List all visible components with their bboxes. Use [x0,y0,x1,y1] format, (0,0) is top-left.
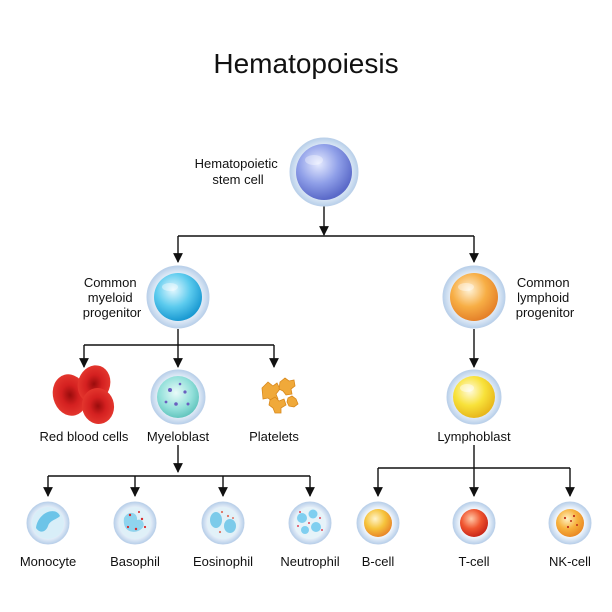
diagram-title: Hematopoiesis [213,48,398,79]
myeloblast-cell [150,369,206,425]
eosinophil-label: Eosinophil [193,554,253,569]
lymphoid-progenitor-label: Common lymphoid progenitor [516,275,575,320]
platelets-icon [261,377,299,414]
monocyte-cell [26,501,70,545]
myeloid-progenitor-cell [146,265,210,329]
stem-cell-label: Hematopoietic stem cell [195,156,282,187]
platelets-label: Platelets [249,429,299,444]
lymphoblast-cell [446,369,502,425]
neutrophil-label: Neutrophil [280,554,339,569]
myeloid-progenitor-label: Common myeloid progenitor [83,275,142,320]
red-blood-cells-label: Red blood cells [40,429,129,444]
lymphoid-progenitor-cell [442,265,506,329]
nk-cell-label: NK-cell [549,554,591,569]
neutrophil-cell [288,501,332,545]
stem-cell [289,137,359,207]
myeloblast-label: Myeloblast [147,429,210,444]
t-cell-label: T-cell [458,554,489,569]
lymphoblast-label: Lymphoblast [437,429,511,444]
nk-cell [548,501,592,545]
connector-lines [43,205,575,497]
eosinophil-cell [201,501,245,545]
basophil-label: Basophil [110,554,160,569]
t-cell [452,501,496,545]
basophil-cell [113,501,157,545]
b-cell [356,501,400,545]
b-cell-label: B-cell [362,554,395,569]
red-blood-cells-icon [52,365,115,424]
monocyte-label: Monocyte [20,554,76,569]
